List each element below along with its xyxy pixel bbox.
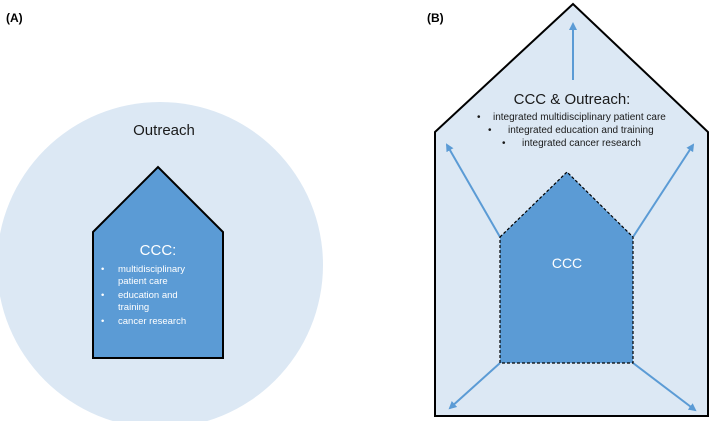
outreach-b-title: CCC & Outreach: [514, 91, 631, 108]
bullet-icon: • [477, 112, 481, 123]
outreach-items-b: • integrated multidisciplinary patient c… [477, 112, 666, 149]
outreach-title: Outreach [133, 122, 195, 139]
ccc-items-a: • multidisciplinary patient care • educa… [101, 264, 186, 327]
ccc-title-a: CCC: [140, 242, 177, 259]
ccc-house-a [92, 165, 224, 359]
panel-a-label: (A) [6, 11, 23, 25]
bullet-icon: • [502, 138, 506, 149]
ccc-item-a-2-line-2: training [118, 302, 149, 313]
outreach-item-b-2: integrated education and training [508, 125, 654, 136]
ccc-item-a-1-line-2: patient care [118, 276, 168, 287]
bullet-icon: • [488, 125, 492, 136]
ccc-item-a-3-line-1: cancer research [118, 316, 186, 327]
bullet-icon: • [101, 264, 104, 275]
arrow-lower-left [448, 362, 501, 410]
ccc-item-a-1-line-1: multidisciplinary [118, 264, 185, 275]
bullet-icon: • [101, 316, 104, 327]
arrow-upper-right [632, 143, 695, 238]
panel-b-label: (B) [427, 11, 444, 25]
ccc-title-b: CCC [552, 255, 582, 271]
bullet-icon: • [101, 290, 104, 301]
ccc-house-b [499, 171, 634, 364]
ccc-item-a-2-line-1: education and [118, 290, 178, 301]
arrow-lower-right [632, 362, 697, 412]
outreach-item-b-1: integrated multidisciplinary patient car… [493, 112, 666, 123]
arrow-upper-left [446, 143, 501, 238]
outreach-item-b-3: integrated cancer research [522, 138, 641, 149]
